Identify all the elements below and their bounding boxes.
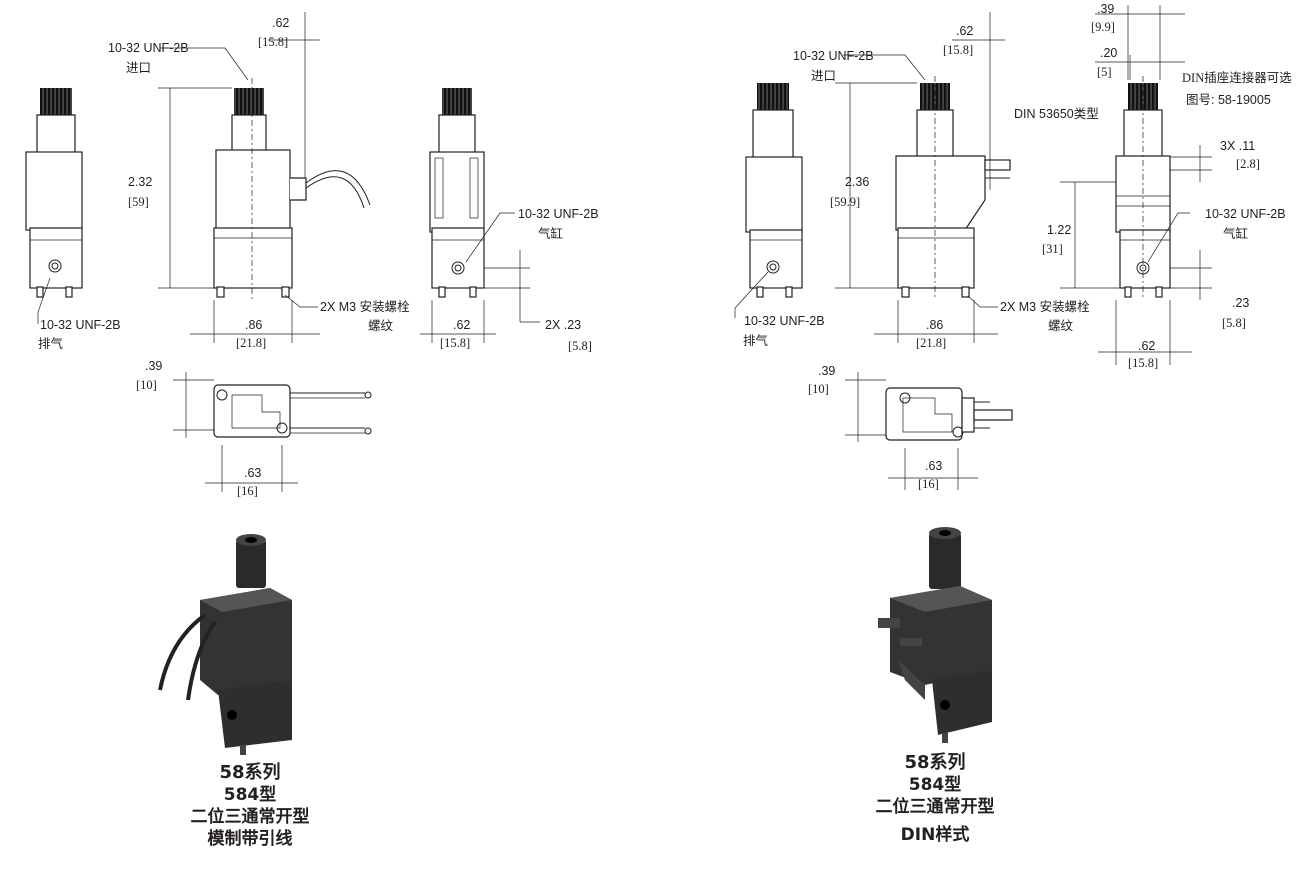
right-dim-side-mm: [15.8] <box>1128 356 1158 370</box>
left-dim-side-in: .62 <box>453 318 470 332</box>
left-caption-style: 模制带引线 <box>207 829 293 849</box>
left-front-view <box>213 78 371 300</box>
left-labels: 10-32 UNF-2B 进口 .62 [15.8] 2.32 [59] 10-… <box>38 16 599 498</box>
left-cyl-label: 气缸 <box>538 226 563 241</box>
right-dim-side-in: .62 <box>1138 339 1155 353</box>
left-caption-model: 584型 <box>223 785 277 805</box>
right-right-view <box>1115 76 1171 300</box>
right-dim-39-mm: [9.9] <box>1091 20 1115 34</box>
left-dim-w-in: .86 <box>245 318 262 332</box>
right-dim-bot2-in: .63 <box>925 459 942 473</box>
left-caption: 58系列 584型 二位三通常开型 模制带引线 <box>140 762 360 850</box>
left-caption-type: 二位三通常开型 <box>190 807 310 827</box>
right-dim-20-in: .20 <box>1100 46 1117 60</box>
right-dim-h-in: 2.36 <box>845 175 869 189</box>
left-drawing <box>25 78 485 755</box>
right-caption-type: 二位三通常开型 <box>875 797 995 817</box>
left-exhaust-label: 排气 <box>38 336 64 351</box>
right-dim-23-in: .23 <box>1232 296 1249 310</box>
left-dim-port-mm: [5.8] <box>568 339 592 353</box>
right-din-type: DIN 53650类型 <box>1014 107 1099 121</box>
right-dim-bot-mm: [10] <box>808 382 829 396</box>
left-dim-bot2-mm: [16] <box>237 484 258 498</box>
left-bottom-view <box>213 384 372 438</box>
right-dim-top-mm: [15.8] <box>943 43 973 57</box>
left-dim-bot-mm: [10] <box>136 378 157 392</box>
right-inlet-label: 进口 <box>811 69 836 83</box>
right-din-option: DIN插座连接器可选 <box>1182 70 1292 85</box>
right-dim-h-mm: [59.9] <box>830 195 860 209</box>
left-dim-port-in: 2X .23 <box>545 318 581 332</box>
left-dim-h-mm: [59] <box>128 195 149 209</box>
left-right-view <box>429 88 485 298</box>
right-dim-20-mm: [5] <box>1097 65 1112 79</box>
right-product-render <box>878 527 992 743</box>
right-front-view <box>895 76 1011 300</box>
right-dim-bot2-mm: [16] <box>918 477 939 491</box>
right-mount-label-2: 螺纹 <box>1048 319 1074 333</box>
left-dim-top-in: .62 <box>272 16 289 30</box>
right-dimension-lines <box>734 5 1212 490</box>
right-labels: 10-32 UNF-2B 进口 .62 [15.8] 2.36 [59.9] .… <box>743 2 1292 491</box>
right-cyl-label: 气缸 <box>1223 226 1248 241</box>
right-side-view <box>745 83 803 298</box>
left-mount-label: 2X M3 安装螺栓 <box>320 299 410 314</box>
left-exhaust-thread: 10-32 UNF-2B <box>40 318 121 332</box>
right-dim-bot-in: .39 <box>818 364 835 378</box>
left-caption-series: 58系列 <box>219 762 281 783</box>
right-inlet-thread: 10-32 UNF-2B <box>793 49 874 63</box>
left-dim-h-in: 2.32 <box>128 175 152 189</box>
right-dim-w-in: .86 <box>926 318 943 332</box>
right-drawing <box>745 76 1171 743</box>
left-dim-bot-in: .39 <box>145 359 162 373</box>
left-mount-label-2: 螺纹 <box>368 319 394 333</box>
left-cyl-thread: 10-32 UNF-2B <box>518 207 599 221</box>
left-dim-w-mm: [21.8] <box>236 336 266 350</box>
right-cyl-thread: 10-32 UNF-2B <box>1205 207 1286 221</box>
right-caption-style: DIN样式 <box>900 825 970 845</box>
right-dim-122-mm: [31] <box>1042 242 1063 256</box>
right-bottom-view <box>885 387 1013 441</box>
left-dim-bot2-in: .63 <box>244 466 261 480</box>
left-inlet-label: 进口 <box>126 61 151 75</box>
right-exhaust-label: 排气 <box>743 333 769 348</box>
right-dim-122-in: 1.22 <box>1047 223 1071 237</box>
right-caption-model: 584型 <box>908 775 962 795</box>
left-dim-top-mm: [15.8] <box>258 35 288 49</box>
right-caption: 58系列 584型 二位三通常开型 DIN样式 <box>825 752 1045 846</box>
right-exhaust-thread: 10-32 UNF-2B <box>744 314 825 328</box>
right-dim-top-in: .62 <box>956 24 973 38</box>
right-dim-pin-in: 3X .11 <box>1220 139 1255 153</box>
right-mount-label: 2X M3 安装螺栓 <box>1000 299 1090 314</box>
left-inlet-thread: 10-32 UNF-2B <box>108 41 189 55</box>
left-side-view <box>25 88 83 298</box>
right-dim-23-mm: [5.8] <box>1222 316 1246 330</box>
right-dim-pin-mm: [2.8] <box>1236 157 1260 171</box>
right-caption-series: 58系列 <box>904 752 966 773</box>
left-dimension-lines <box>37 12 540 492</box>
right-dim-w-mm: [21.8] <box>916 336 946 350</box>
right-din-part: 图号: 58-19005 <box>1186 93 1271 107</box>
left-dim-side-mm: [15.8] <box>440 336 470 350</box>
left-product-render <box>158 534 292 755</box>
right-dim-39-in: .39 <box>1097 2 1114 16</box>
